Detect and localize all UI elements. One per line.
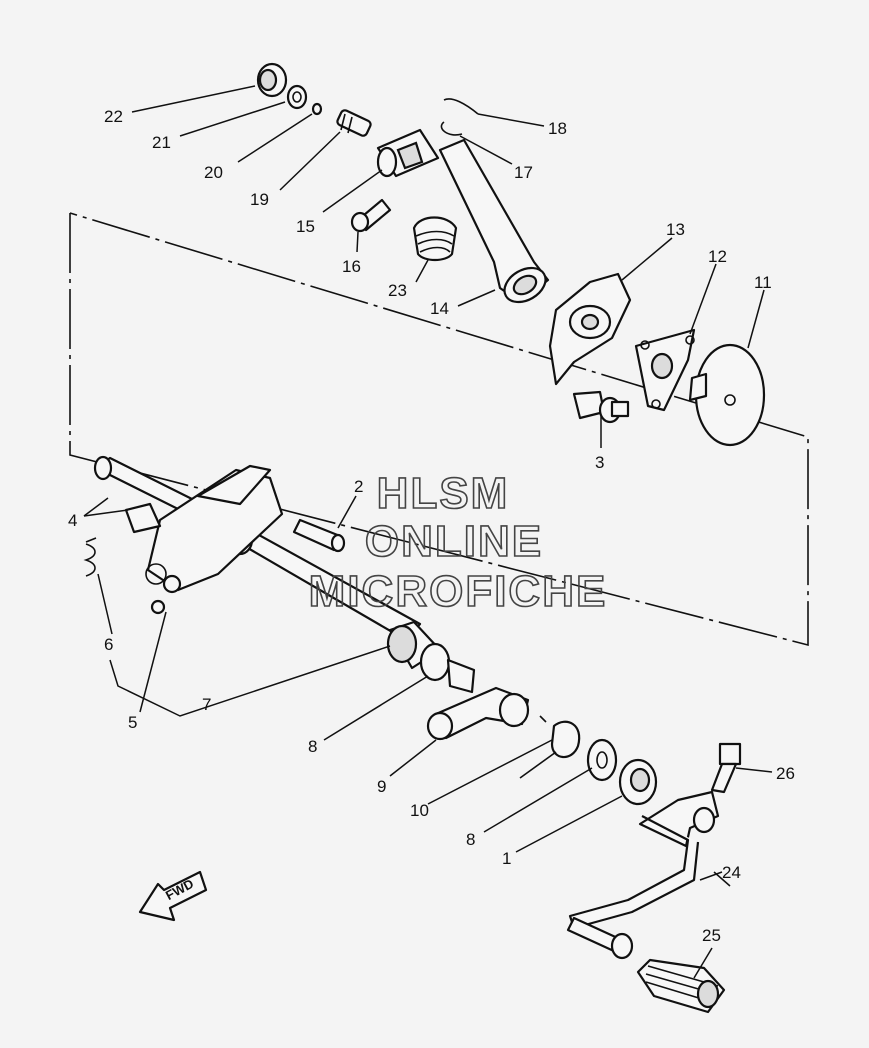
part-1-collar — [618, 758, 658, 806]
part-3-bolt — [572, 390, 630, 424]
part-16-pin — [350, 198, 392, 233]
callout-20: 20 — [204, 163, 223, 182]
callout-15: 15 — [296, 217, 315, 236]
part-10-spring — [519, 715, 581, 779]
part-15-joint — [376, 128, 440, 178]
callout-19: 19 — [250, 190, 269, 209]
callout-5: 5 — [128, 713, 137, 732]
callout-1: 1 — [502, 849, 511, 868]
callout-25: 25 — [702, 926, 721, 945]
part-17-clip — [440, 121, 463, 136]
watermark: HLSM ONLINE MICROFICHE — [308, 468, 608, 617]
callout-10: 10 — [410, 801, 429, 820]
callout-7: 7 — [202, 695, 211, 714]
part-21-washer — [286, 84, 308, 110]
callout-6: 6 — [104, 635, 113, 654]
callout-14: 14 — [430, 299, 449, 318]
part-8-shaft-seal — [386, 620, 476, 694]
part-9-lever — [426, 686, 530, 741]
callout-12: 12 — [708, 247, 727, 266]
callout-11: 11 — [754, 273, 772, 292]
leader-lines — [83, 85, 773, 979]
part-14-arm — [438, 138, 550, 304]
callout-8-lower: 8 — [466, 830, 475, 849]
part-20-ring — [311, 102, 323, 116]
fwd-arrow-icon: FWD — [138, 870, 208, 922]
part-8-washer — [586, 738, 618, 782]
callout-22: 22 — [104, 107, 123, 126]
callout-16: 16 — [342, 257, 361, 276]
callout-9: 9 — [377, 777, 386, 796]
part-24-shift-pedal — [566, 790, 720, 960]
part-23-spring — [412, 216, 458, 262]
callout-21: 21 — [152, 133, 171, 152]
callout-26: 26 — [776, 764, 795, 783]
watermark-line-1: HLSM — [377, 469, 510, 518]
callout-8-upper: 8 — [308, 737, 317, 756]
part-12-plate — [634, 328, 696, 412]
callout-18: 18 — [548, 119, 567, 138]
callout-4: 4 — [68, 511, 77, 530]
part-6-spring — [83, 537, 97, 577]
part-4-shift-arm — [124, 464, 284, 615]
callout-labels: 22 21 20 19 15 16 18 17 23 14 13 12 11 3… — [68, 107, 795, 945]
callout-3: 3 — [595, 453, 604, 472]
callout-13: 13 — [666, 220, 685, 239]
part-22-nut — [256, 62, 288, 98]
callout-2: 2 — [354, 477, 363, 496]
part-13-segment — [548, 272, 632, 386]
part-11-disc — [688, 343, 766, 447]
part-19-pin — [336, 109, 372, 137]
callout-17: 17 — [514, 163, 533, 182]
part-2-pin — [292, 518, 346, 553]
watermark-line-3: MICROFICHE — [309, 567, 608, 616]
callout-24: 24 — [722, 863, 741, 882]
part-18-cotter — [443, 98, 479, 115]
part-26-bolt — [710, 742, 742, 794]
callout-23: 23 — [388, 281, 407, 300]
part-25-rubber — [636, 958, 726, 1014]
watermark-line-2: ONLINE — [365, 517, 543, 566]
